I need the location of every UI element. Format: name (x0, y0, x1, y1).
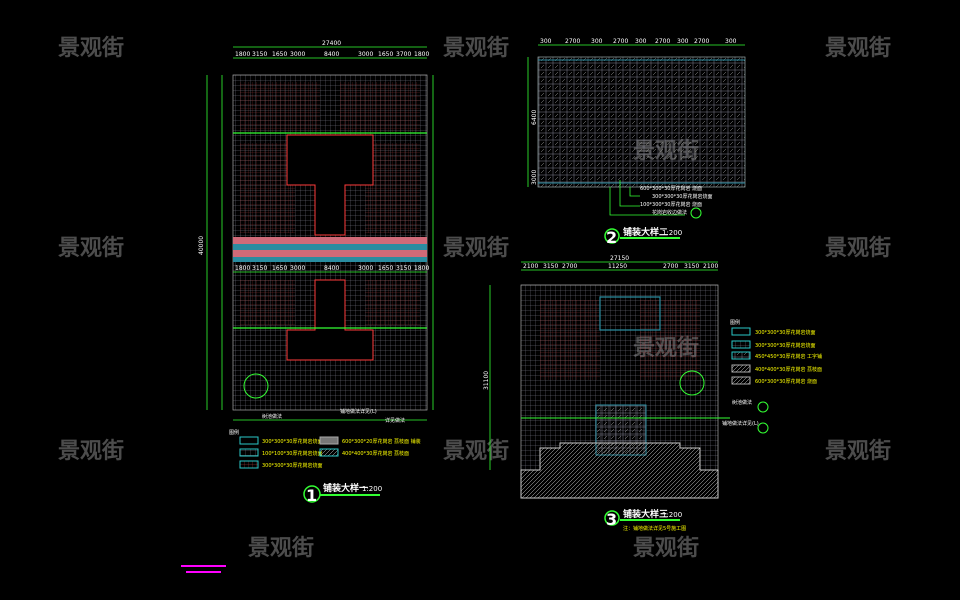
label: 11250 (608, 263, 627, 270)
label: 2700 (663, 263, 678, 270)
label: 图例 (229, 429, 239, 436)
label: 27150 (610, 255, 629, 262)
label: 40000 (198, 236, 205, 255)
label: 2100 (523, 263, 538, 270)
label: 景观街 (58, 35, 124, 61)
label: 1650 (272, 51, 287, 58)
label: 景观街 (633, 535, 699, 561)
label: 300 (677, 38, 689, 45)
label: 2700 (613, 38, 628, 45)
label: 300*300*30厚花岗岩烧面 (262, 462, 322, 469)
label: 1:200 (662, 511, 682, 519)
label: 31100 (483, 371, 490, 390)
label: 景观街 (443, 35, 509, 61)
label: 3150 (252, 51, 267, 58)
label: 300*300*30厚花岗岩烧面 (652, 193, 712, 200)
plan1-legend: 300*300*30厚花岗岩烧面 100*100*30厚花岗岩烧面 300*30… (239, 436, 421, 469)
label: 3000 (358, 265, 373, 272)
label: 3150 (396, 265, 411, 272)
label: 树池做法 (262, 413, 282, 420)
label: 1:200 (662, 229, 682, 237)
label: 铺装大样二 (623, 226, 668, 238)
label: 3150 (252, 265, 267, 272)
dim-total: 27400 (322, 40, 341, 47)
label: 2700 (655, 38, 670, 45)
label: 300*300*30厚花岗岩烧面 (755, 329, 815, 336)
label: 6400 (531, 110, 538, 125)
label: 3000 (290, 265, 305, 272)
label: 2700 (565, 38, 580, 45)
label: 1650 (378, 265, 393, 272)
label: 1650 (272, 265, 287, 272)
label: 8400 (324, 51, 339, 58)
label: 300*300*30厚花岗岩烧面 (262, 438, 322, 445)
plan-2: 300 2700 300 2700 300 2700 300 2700 300 … (527, 38, 746, 247)
mid-dims: 1800 3150 1650 3000 8400 3000 1650 3150 … (235, 265, 429, 272)
label: 景观街 (443, 235, 509, 261)
label: 600*300*30厚花岗岩 烧面 (755, 378, 817, 385)
label: 300 (591, 38, 603, 45)
label: 3000 (290, 51, 305, 58)
label: 详见做法 (385, 417, 405, 424)
label: 铺装大样三 (623, 508, 668, 520)
label: 450*450*30厚花岗岩 工字铺 (755, 353, 822, 360)
label: 100*300*30厚花岗岩 烧面 (640, 201, 702, 208)
label: 景观街 (825, 235, 891, 261)
label: 3 (606, 510, 617, 529)
label: 2700 (694, 38, 709, 45)
plan3-top-dims: 2100 3150 2700 11250 2700 3150 2100 (523, 263, 718, 270)
label: 2100 (703, 263, 718, 270)
plan-1: 27400 1800 3150 1650 3000 8400 3000 1650… (198, 40, 434, 505)
label: 景观街 (443, 438, 509, 464)
label: 花岗岩收边做法 (652, 209, 687, 216)
label: 600*300*20厚花岗岩 荔枝面 铺装 (342, 438, 421, 445)
label: 1650 (378, 51, 393, 58)
label: 景观街 (825, 35, 891, 61)
label: 600*300*30厚花岗岩 烧面 (640, 185, 702, 192)
label: 2700 (562, 263, 577, 270)
label: 1800 (414, 51, 429, 58)
plan-3: 27150 2100 3150 2700 11250 2700 3150 210… (483, 255, 822, 532)
label: 树池做法 (732, 399, 752, 406)
label: 铺地做法详见(L) (722, 420, 759, 427)
label: 3700 (396, 51, 411, 58)
label: 景观街 (58, 438, 124, 464)
label: 注：铺地做法详见5号施工图 (623, 525, 686, 532)
label: 铺装大样一 (323, 482, 368, 494)
plan3-legend: 300*300*30厚花岗岩烧面 300*300*30厚花岗岩烧面 450*45… (731, 327, 822, 385)
label: 300 (635, 38, 647, 45)
label: 3000 (358, 51, 373, 58)
label: 3000 (531, 170, 538, 185)
label: 1 (306, 486, 317, 505)
label: 图例 (730, 319, 740, 326)
label: 3150 (684, 263, 699, 270)
plan2-top-dims: 300 2700 300 2700 300 2700 300 2700 300 (540, 38, 737, 45)
label: 8400 (324, 265, 339, 272)
label: 1:200 (362, 485, 382, 493)
watermarks: 景观街 景观街 景观街 景观街 景观街 景观街 景观街 景观街 景观街 景观街 … (58, 35, 891, 561)
label: 景观街 (248, 535, 314, 561)
label: 1800 (414, 265, 429, 272)
label: 1800 (235, 51, 250, 58)
label: 300 (540, 38, 552, 45)
label: 3150 (543, 263, 558, 270)
label: 铺地做法详见(L) (340, 408, 377, 415)
label: 400*400*30厚花岗岩 荔枝面 (755, 366, 822, 373)
label: 100*100*30厚花岗岩烧面 (262, 450, 322, 457)
label: 400*400*30厚花岗岩 荔枝面 (342, 450, 409, 457)
label: 1800 (235, 265, 250, 272)
label: 2 (606, 228, 617, 247)
label: 景观街 (58, 235, 124, 261)
label: 300 (725, 38, 737, 45)
top-dims: 1800 3150 1650 3000 8400 3000 1650 3700 … (235, 51, 429, 58)
label: 景观街 (825, 438, 891, 464)
magenta-marker (181, 565, 226, 573)
label: 300*300*30厚花岗岩烧面 (755, 342, 815, 349)
